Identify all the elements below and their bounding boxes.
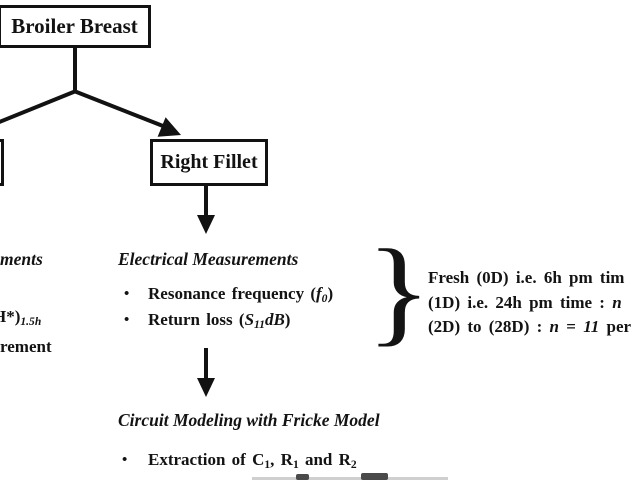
node-right-fillet-label: Right Fillet	[160, 151, 258, 173]
extraction-text: Extraction of C	[148, 450, 265, 469]
bullet-icon: •	[122, 452, 128, 468]
node-right-fillet: Right Fillet	[150, 139, 268, 186]
f0-subscript: 0	[321, 292, 328, 306]
electrical-measurements-heading: Electrical Measurements	[118, 249, 299, 269]
note-line3-tail: per	[599, 317, 632, 336]
sampling-note-line-2: (1D) i.e. 24h pm time : n	[428, 293, 631, 318]
branch-left-line	[0, 89, 77, 124]
arrow-to-circuit-head-icon	[197, 378, 215, 397]
bullet-extraction: Extraction of C1, R1 and R2	[148, 450, 357, 472]
left-branch-heading-fragment: ments	[0, 249, 43, 269]
node-broiler-breast: Broiler Breast	[0, 5, 151, 48]
r1-subscript: 1	[292, 458, 299, 472]
branch-right-line	[73, 89, 164, 128]
cropped-text-remnant	[296, 474, 309, 480]
circuit-modeling-heading: Circuit Modeling with Fricke Model	[118, 410, 380, 430]
formula-fragment-main: H*)	[0, 307, 21, 326]
s11-subscript: 11	[254, 318, 265, 332]
f0-symbol: f	[316, 284, 322, 303]
note-line3-value: 11	[583, 317, 600, 336]
extraction-text-r2: and R	[298, 450, 351, 469]
left-branch-text-fragment: rement	[0, 337, 52, 356]
left-branch-formula-fragment: H*)1.5h	[0, 307, 42, 329]
cropped-bottom-smudge	[252, 477, 448, 480]
note-line1-text: Fresh (0D) i.e. 6h pm tim	[428, 268, 625, 287]
cropped-text-remnant	[361, 473, 388, 480]
note-line3-equals: =	[559, 317, 584, 336]
bullet-icon: •	[124, 312, 130, 328]
bullet-return-loss: Return loss (S11dB)	[148, 310, 291, 332]
bullet-resonance-frequency: Resonance frequency (f0)	[148, 284, 334, 306]
return-loss-close-paren: )	[284, 310, 291, 329]
note-line3-text: (2D) to (28D) :	[428, 317, 550, 336]
s11-symbol: S	[244, 310, 255, 329]
note-line2-n-symbol: n	[612, 292, 622, 312]
return-loss-text: Return loss (	[148, 310, 245, 329]
r2-subscript: 2	[350, 458, 357, 472]
note-line2-text: (1D) i.e. 24h pm time :	[428, 292, 613, 312]
c1-subscript: 1	[264, 458, 271, 472]
resonance-close-paren: )	[327, 284, 334, 303]
extraction-text-r1: , R	[270, 450, 293, 469]
db-symbol: dB	[264, 310, 285, 329]
node-broiler-breast-label: Broiler Breast	[11, 14, 138, 38]
curly-brace: }	[366, 225, 432, 358]
sampling-note-line-1: Fresh (0D) i.e. 6h pm tim	[428, 268, 631, 293]
resonance-text: Resonance frequency (	[148, 284, 316, 303]
bullet-icon: •	[124, 286, 130, 302]
sampling-note: Fresh (0D) i.e. 6h pm tim (1D) i.e. 24h …	[428, 268, 631, 342]
node-left-fillet-partial	[0, 139, 4, 186]
arrow-to-electrical-head-icon	[197, 215, 215, 234]
sampling-note-line-3: (2D) to (28D) : n = 11 per	[428, 317, 631, 342]
formula-fragment-subscript: 1.5h	[20, 315, 42, 329]
branch-right-arrowhead-icon	[157, 117, 181, 137]
note-line3-n-symbol: n	[549, 317, 559, 336]
